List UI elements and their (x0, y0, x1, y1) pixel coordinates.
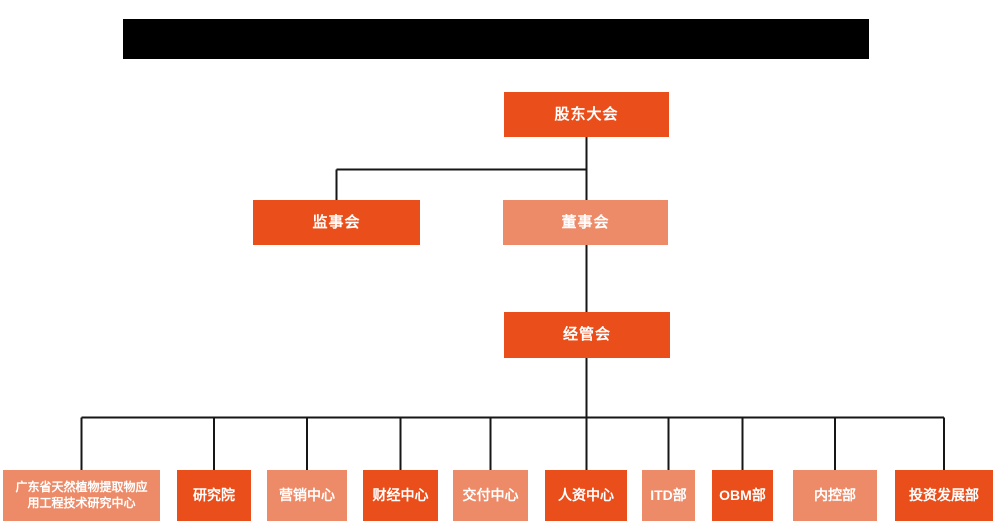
node-shareholders-meeting: 股东大会 (504, 92, 669, 137)
node-department-research-institute: 研究院 (177, 470, 251, 521)
node-department-research-center: 广东省天然植物提取物应用工程技术研究中心 (3, 470, 160, 521)
node-department-hr-center: 人资中心 (545, 470, 627, 521)
node-department-marketing-center: 营销中心 (267, 470, 347, 521)
node-board-of-directors: 董事会 (503, 200, 668, 245)
node-department-itd: ITD部 (642, 470, 695, 521)
node-department-investment-development: 投资发展部 (895, 470, 993, 521)
node-board-of-supervisors: 监事会 (253, 200, 420, 245)
node-department-delivery-center: 交付中心 (453, 470, 528, 521)
node-department-finance-center: 财经中心 (363, 470, 438, 521)
node-management-committee: 经管会 (504, 312, 670, 358)
node-department-internal-control: 内控部 (793, 470, 877, 521)
node-department-obm: OBM部 (712, 470, 773, 521)
redacted-title-bar (123, 19, 869, 59)
